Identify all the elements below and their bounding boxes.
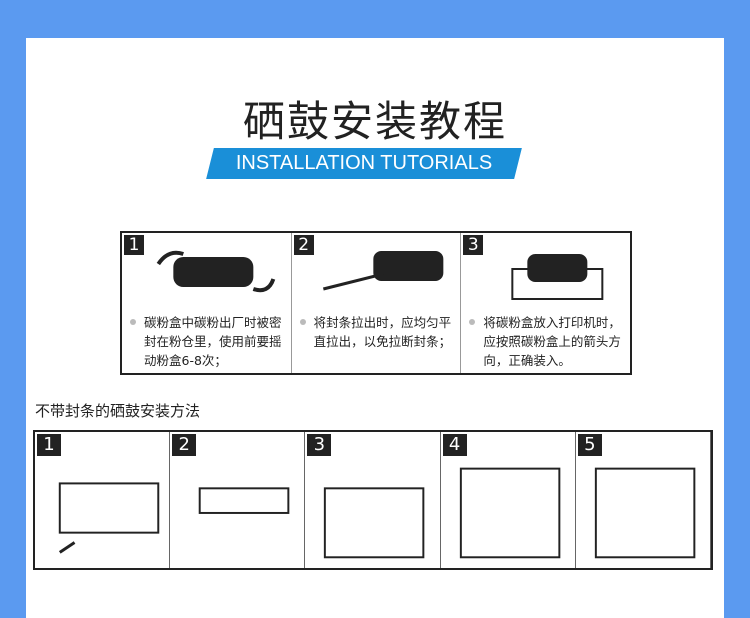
pull-seal-illustration: [312, 239, 455, 305]
step-number: 5: [577, 434, 602, 456]
step-number: 4: [442, 434, 467, 456]
unsealed-steps: 1 2 3 4 5: [33, 430, 713, 570]
unsealed-heading: 不带封条的硒鼓安装方法: [35, 402, 201, 420]
unsealed-step: 5: [576, 432, 712, 568]
step-description: 将碳粉盒放入打印机时，应按照碳粉盒上的箭头方向，正确装入。: [469, 313, 626, 370]
printer-close-illustration: [586, 458, 704, 562]
insert-cartridge-illustration: [481, 239, 624, 305]
printer-open-illustration: [315, 458, 433, 562]
cartridge-illustration: [45, 458, 163, 562]
step-number: 2: [293, 235, 314, 255]
step-number: 1: [124, 235, 144, 255]
sealed-steps: 1 碳粉盒中碳粉出厂时被密封在粉仓里，使用前要摇动粉盒6-8次； 2 将封条拉出…: [120, 231, 632, 375]
step-description: 将封条拉出时，应均匀平直拉出，以免拉断封条；: [299, 313, 457, 351]
unsealed-step: 1: [35, 432, 171, 568]
hands-cartridge-illustration: [180, 458, 298, 562]
content-panel: [26, 38, 724, 618]
page-title: 硒鼓安装教程: [242, 97, 507, 146]
step-number: 2: [172, 434, 197, 456]
step-number: 3: [463, 235, 484, 255]
unsealed-step: 4: [441, 432, 576, 568]
unsealed-step: 2: [170, 432, 306, 568]
subtitle-text: INSTALLATION TUTORIALS: [235, 152, 493, 174]
step-description: 碳粉盒中碳粉出厂时被密封在粉仓里，使用前要摇动粉盒6-8次；: [130, 313, 287, 370]
step-number: 3: [307, 434, 332, 456]
shake-cartridge-illustration: [142, 239, 285, 305]
unsealed-step: 3: [305, 432, 441, 568]
sealed-step: 1 碳粉盒中碳粉出厂时被密封在粉仓里，使用前要摇动粉盒6-8次；: [122, 233, 292, 373]
printer-insert-illustration: [451, 458, 569, 562]
step-number: 1: [37, 434, 61, 456]
sealed-step: 3 将碳粉盒放入打印机时，应按照碳粉盒上的箭头方向，正确装入。: [461, 233, 630, 373]
sealed-step: 2 将封条拉出时，应均匀平直拉出，以免拉断封条；: [292, 233, 462, 373]
